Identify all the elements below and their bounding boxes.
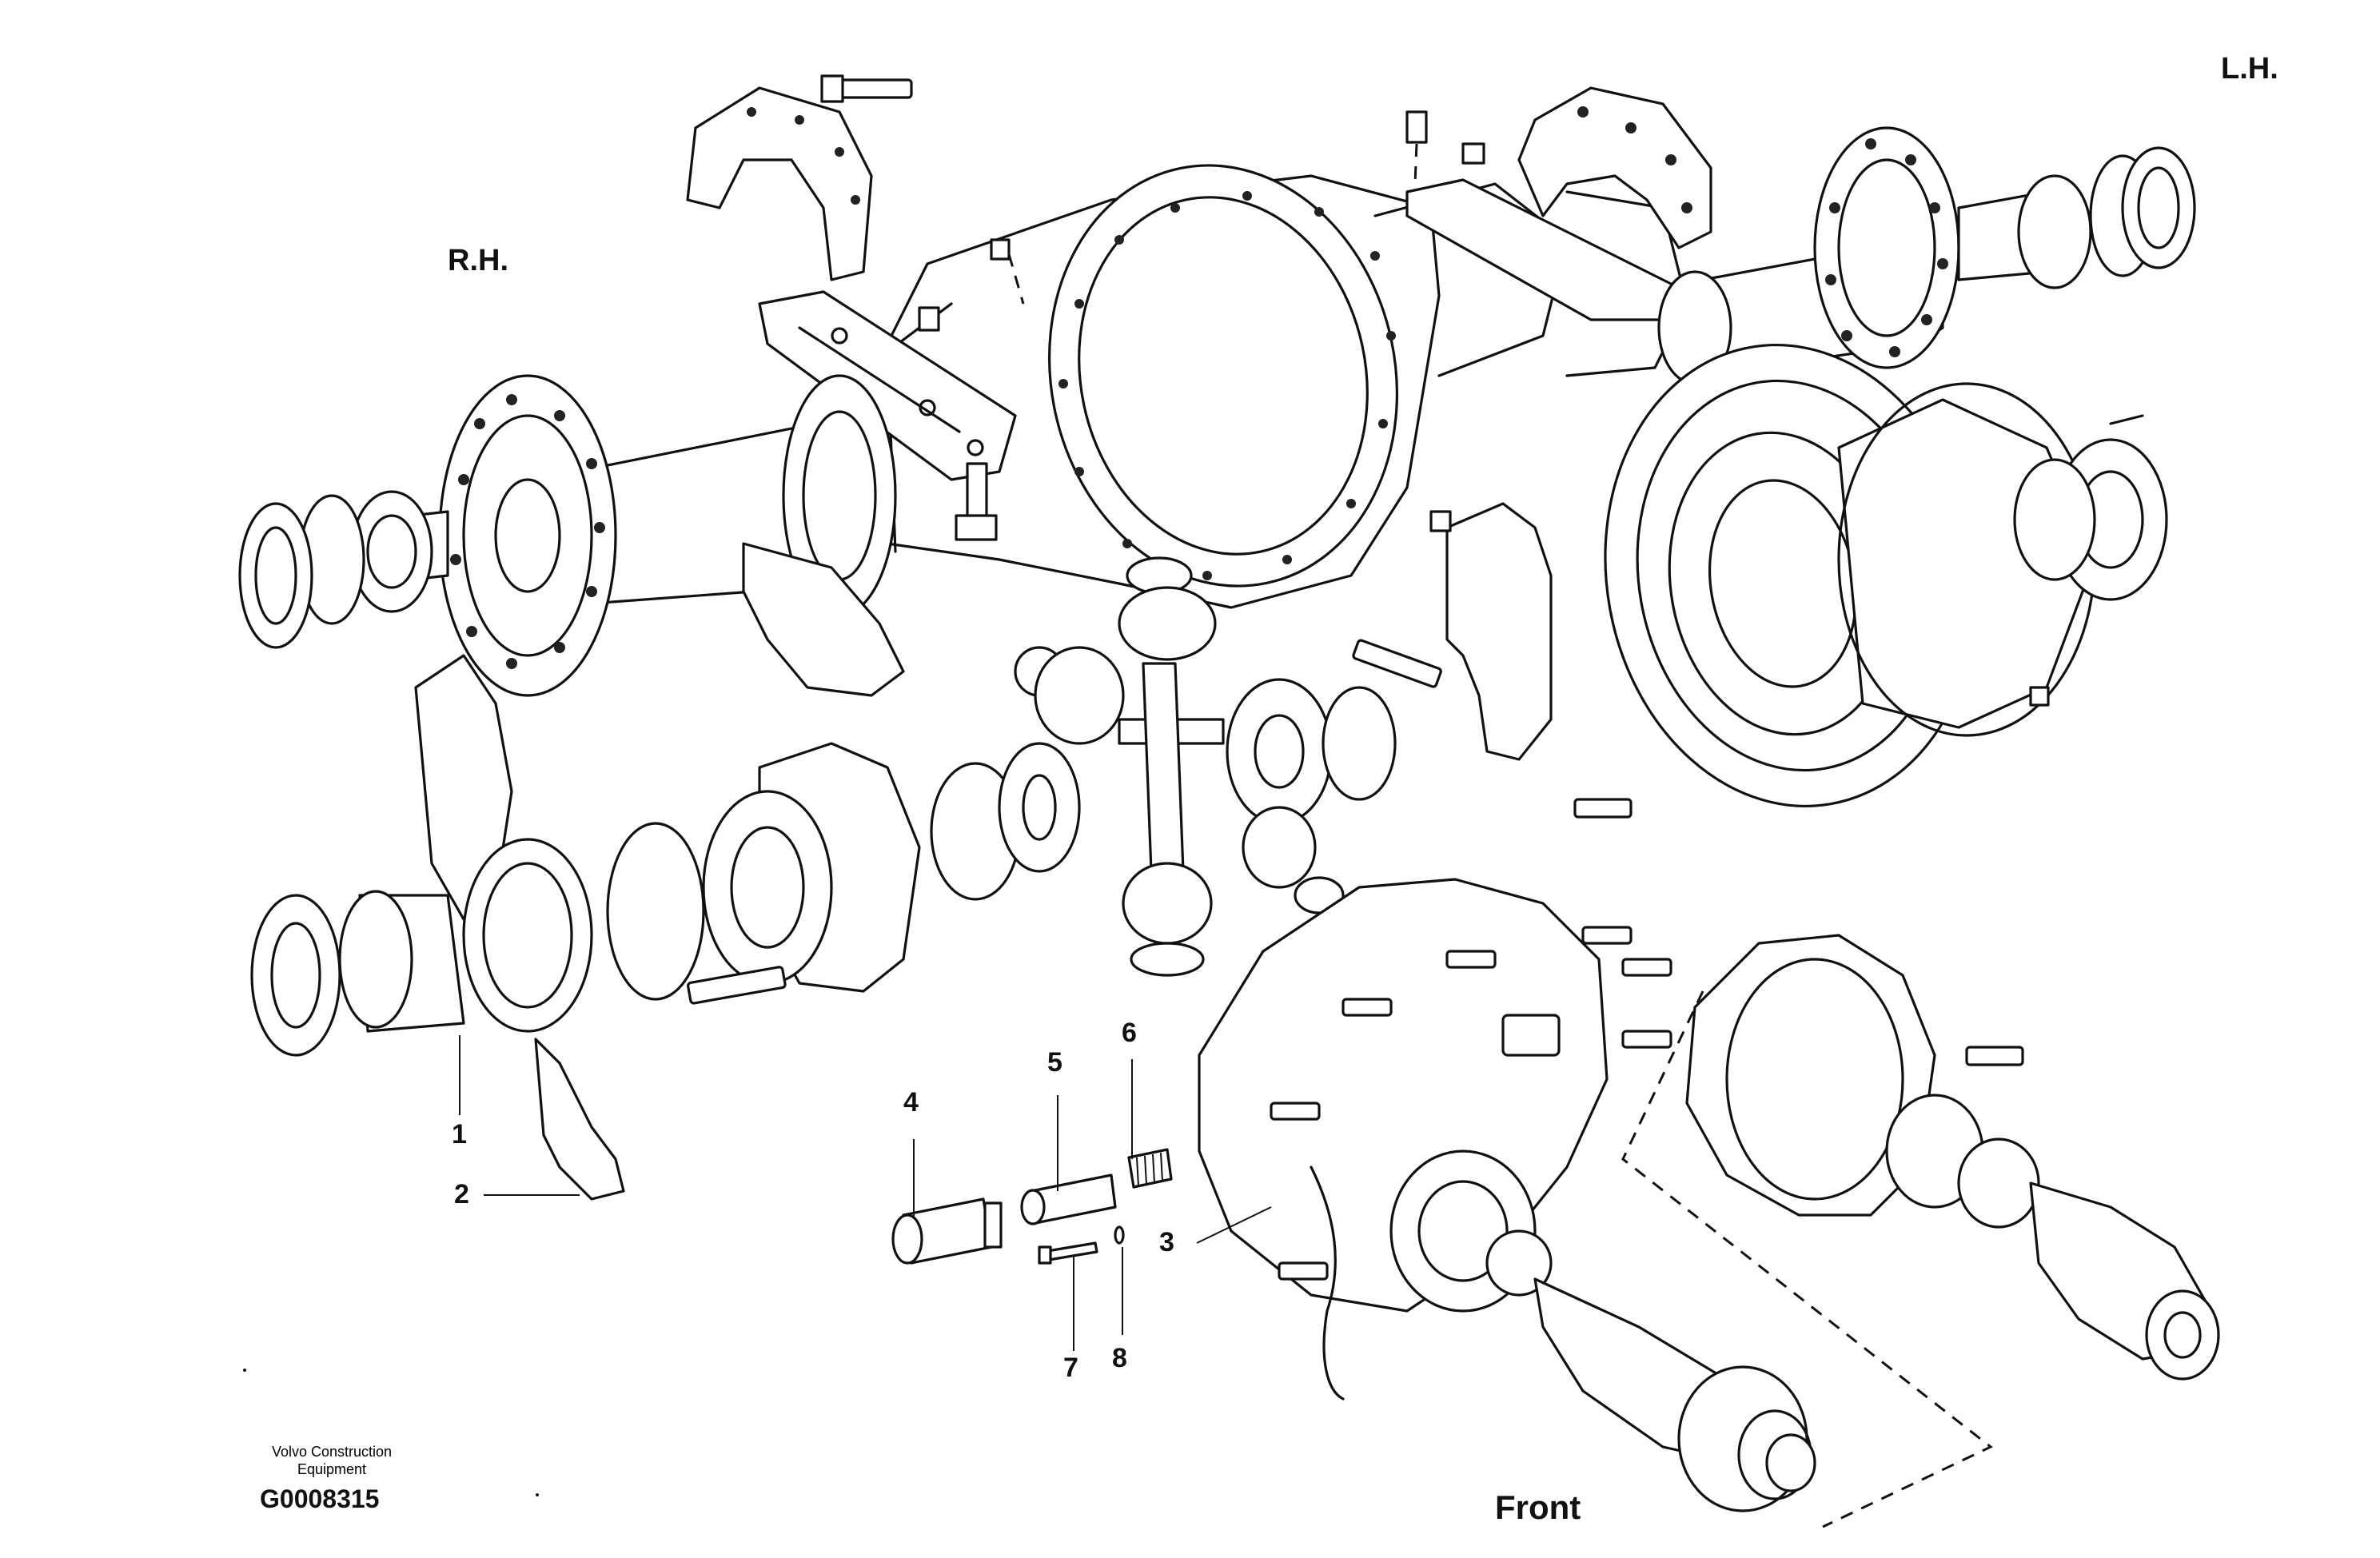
callout-5: 5 [1047, 1047, 1062, 1078]
brand-text: Volvo Construction Equipment [240, 1443, 424, 1478]
lh-axle-shaft [1657, 126, 2196, 385]
axle-housing [686, 74, 1712, 609]
differential-case [250, 654, 1081, 1201]
callout-6: 6 [1122, 1018, 1137, 1048]
callout-1: 1 [452, 1119, 467, 1150]
callout-4: 4 [903, 1087, 919, 1118]
differential-gears [1014, 502, 2050, 977]
leader-lines [459, 1035, 1272, 1351]
front-label: Front [1495, 1488, 1581, 1526]
group-outline [1621, 990, 1993, 1528]
callout-2: 2 [454, 1179, 469, 1209]
rh-label: R.H. [448, 244, 508, 277]
lh-label: L.H. [2221, 52, 2278, 86]
callout-8: 8 [1112, 1343, 1127, 1373]
callout-3: 3 [1159, 1227, 1174, 1257]
callout-7: 7 [1063, 1353, 1078, 1383]
yoke-flange [1685, 934, 2220, 1381]
rh-axle-shaft [238, 374, 905, 697]
crown-wheel [1604, 344, 2168, 807]
lock-cylinder-parts [891, 1148, 1173, 1265]
drawing-code: G0008315 [260, 1484, 380, 1513]
brand-line-1: Volvo Construction [271, 1444, 393, 1460]
brand-line-2: Equipment [297, 1461, 367, 1477]
pinion-housing [1198, 878, 1816, 1512]
